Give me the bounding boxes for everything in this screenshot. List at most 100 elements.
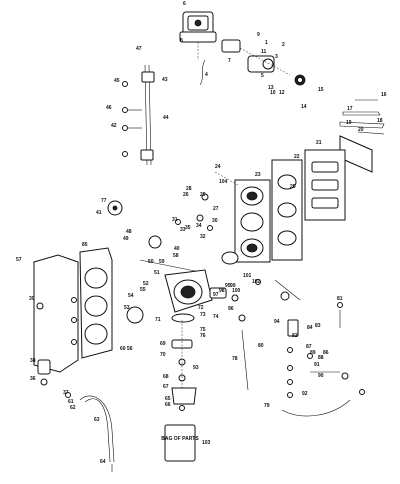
callout-label: 59 xyxy=(159,259,165,265)
callout-label: 24 xyxy=(215,164,221,170)
callout-label: 94 xyxy=(274,319,280,325)
callout-label: 41 xyxy=(96,210,102,216)
callout-label: 60 xyxy=(120,346,126,352)
callout-label: 48 xyxy=(126,229,132,235)
callout-label: 72 xyxy=(198,305,204,311)
callout-label: 45 xyxy=(114,78,120,84)
callout-label: 37 xyxy=(63,390,69,396)
callout-label: 38 xyxy=(30,358,36,364)
callout-label: 73 xyxy=(200,312,206,318)
callout-label: 3 xyxy=(275,54,278,60)
callout-label: 80 xyxy=(258,343,264,349)
callout-label: 4 xyxy=(205,72,208,78)
callout-label: 23 xyxy=(255,172,261,178)
callout-label: 68 xyxy=(163,374,169,380)
callout-label: 46 xyxy=(106,105,112,111)
callout-label: 8 xyxy=(180,38,183,44)
callout-label: 7 xyxy=(228,58,231,64)
callout-label: 10 xyxy=(270,90,276,96)
callout-label: 86 xyxy=(323,350,329,356)
callout-label: 54 xyxy=(128,293,134,299)
callout-label: 51 xyxy=(154,270,160,276)
callout-label: 36 xyxy=(30,376,36,382)
callout-label: 1 xyxy=(265,40,268,46)
callout-label: 87 xyxy=(306,344,312,350)
callout-label: 20 xyxy=(358,127,364,133)
callout-label: 62 xyxy=(70,405,76,411)
callout-label: 84 xyxy=(307,325,313,331)
callout-label: 16 xyxy=(381,92,387,98)
callout-label: 96 xyxy=(228,306,234,312)
callout-label: 33 xyxy=(180,227,186,233)
callout-label: 49 xyxy=(123,236,129,242)
intake-manifold xyxy=(175,171,271,263)
callout-label: 26 xyxy=(183,192,189,198)
callout-label: 40 xyxy=(174,246,180,252)
callout-label: 78 xyxy=(232,356,238,362)
callout-label: 101 xyxy=(243,273,252,279)
callout-label: 81 xyxy=(337,296,343,302)
callout-label: 65 xyxy=(165,396,171,402)
carburetor-body xyxy=(126,269,213,411)
callout-label: 79 xyxy=(264,403,270,409)
callout-label: 63 xyxy=(94,417,100,423)
callout-label: 44 xyxy=(163,115,169,121)
callout-label: 102 xyxy=(252,279,261,285)
callout-label: 32 xyxy=(200,234,206,240)
callout-label: 104 xyxy=(219,179,228,185)
callout-label: 97 xyxy=(213,292,219,298)
callout-label: 88 xyxy=(318,355,324,361)
callout-label: 9 xyxy=(257,32,260,38)
callout-label: 98 xyxy=(219,288,225,294)
callout-label: 74 xyxy=(213,314,219,320)
callout-label: 22 xyxy=(294,154,300,160)
throttle-linkage xyxy=(209,279,301,391)
callout-label: 14 xyxy=(301,104,307,110)
callout-label: 39 xyxy=(29,296,35,302)
callout-label: 50 xyxy=(148,259,154,265)
callout-label: 6 xyxy=(183,1,186,7)
callout-label: 100 xyxy=(232,288,241,294)
callout-label: 28 xyxy=(186,186,192,192)
callout-label: 66 xyxy=(165,402,171,408)
callout-label: 83 xyxy=(315,323,321,329)
callout-label: 103 xyxy=(202,440,211,446)
callout-label: 29 xyxy=(200,192,206,198)
callout-label: 56 xyxy=(127,346,133,352)
reed-plate-and-gaskets xyxy=(271,135,373,261)
callout-label: 61 xyxy=(68,399,74,405)
callout-label: 43 xyxy=(162,77,168,83)
callout-label: 30 xyxy=(212,218,218,224)
callout-label: 52 xyxy=(143,281,149,287)
cam-follower-bracket xyxy=(107,200,239,273)
callout-label: 71 xyxy=(155,317,161,323)
callout-label: 13 xyxy=(268,85,274,91)
callout-label: 12 xyxy=(279,90,285,96)
callout-label: 93 xyxy=(193,365,199,371)
linkage-rod-assembly xyxy=(122,64,155,166)
callout-label: 90 xyxy=(318,373,324,379)
callout-label: 82 xyxy=(292,333,298,339)
parts-bag: BAG OF PARTS xyxy=(161,424,199,462)
callout-label: 67 xyxy=(163,384,169,390)
callout-label: 85 xyxy=(82,242,88,248)
callout-label: 5 xyxy=(261,73,264,79)
callout-label: 75 xyxy=(200,327,206,333)
callout-label: 18 xyxy=(377,118,383,124)
callout-label: 47 xyxy=(136,46,142,52)
callout-label: 55 xyxy=(140,287,146,293)
callout-label: 89 xyxy=(310,350,316,356)
callout-label: 92 xyxy=(302,391,308,397)
callout-label: 19 xyxy=(346,120,352,126)
callout-label: 69 xyxy=(160,341,166,347)
callout-label: 53 xyxy=(124,305,130,311)
callout-label: 11 xyxy=(261,49,267,55)
callout-label: 25 xyxy=(290,184,296,190)
callout-label: 70 xyxy=(160,352,166,358)
callout-label: 17 xyxy=(347,106,353,112)
callout-label: 58 xyxy=(173,253,179,259)
callout-label: 15 xyxy=(318,87,324,93)
callout-label: 77 xyxy=(101,198,107,204)
